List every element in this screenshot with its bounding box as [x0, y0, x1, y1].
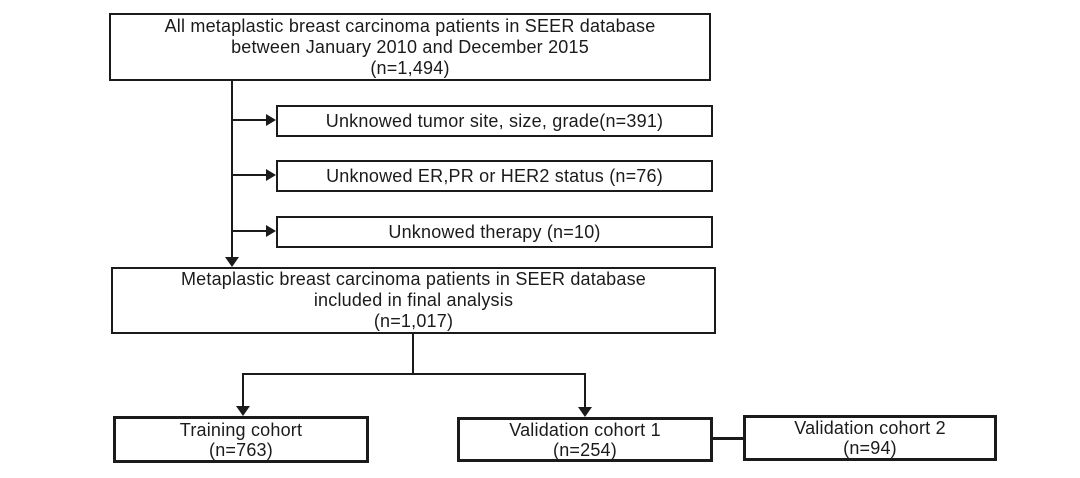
source-line-2: between January 2010 and December 2015 — [231, 36, 589, 57]
final-line-1: Metaplastic breast carcinoma patients in… — [180, 269, 647, 289]
validation-2-label: Validation cohort 2 — [794, 418, 946, 438]
arrowhead-right-icon — [266, 169, 276, 181]
validation-2-count: (n=94) — [843, 438, 897, 458]
training-cohort-count: (n=763) — [209, 439, 273, 460]
node-exclusion-unknown-tumor: Unknowed tumor site, size, grade(n=391) — [276, 105, 713, 137]
validation-1-count: (n=254) — [553, 439, 617, 460]
connector-validation1-validation2 — [711, 437, 745, 440]
exclusion-1-label: Unknowed tumor site, size, grade(n=391) — [325, 110, 664, 131]
node-source-population: All metaplastic breast carcinoma patient… — [109, 13, 711, 81]
validation-1-label: Validation cohort 1 — [509, 419, 661, 440]
exclusion-3-label: Unknowed therapy (n=10) — [388, 221, 601, 242]
arrowhead-down-icon — [578, 407, 592, 417]
source-line-1: All metaplastic breast carcinoma patient… — [164, 15, 656, 36]
arrowhead-down-icon — [225, 257, 239, 267]
arrowhead-right-icon — [266, 114, 276, 126]
exclusion-2-label: Unknowed ER,PR or HER2 status (n=76) — [326, 165, 663, 186]
node-final-analysis: Metaplastic breast carcinoma patients in… — [111, 267, 716, 334]
node-validation-cohort-1: Validation cohort 1 (n=254) — [457, 417, 713, 462]
node-exclusion-unknown-therapy: Unknowed therapy (n=10) — [276, 216, 713, 248]
connector-final-stub — [412, 333, 414, 374]
connector-to-validation1 — [584, 373, 586, 408]
node-validation-cohort-2: Validation cohort 2 (n=94) — [743, 415, 997, 461]
arrowhead-down-icon — [236, 406, 250, 416]
connector-exclusion-3 — [232, 230, 268, 232]
final-count: (n=1,017) — [373, 311, 454, 331]
connector-split — [242, 373, 586, 375]
connector-to-training — [242, 373, 244, 407]
node-training-cohort: Training cohort (n=763) — [113, 416, 369, 463]
connector-exclusion-1 — [232, 119, 268, 121]
final-line-2: included in final analysis — [313, 290, 514, 310]
node-exclusion-unknown-status: Unknowed ER,PR or HER2 status (n=76) — [276, 160, 713, 192]
arrowhead-right-icon — [266, 225, 276, 237]
connector-exclusion-2 — [232, 174, 268, 176]
connector-source-to-final — [231, 80, 233, 258]
training-cohort-label: Training cohort — [179, 419, 303, 440]
source-count: (n=1,494) — [370, 57, 450, 78]
